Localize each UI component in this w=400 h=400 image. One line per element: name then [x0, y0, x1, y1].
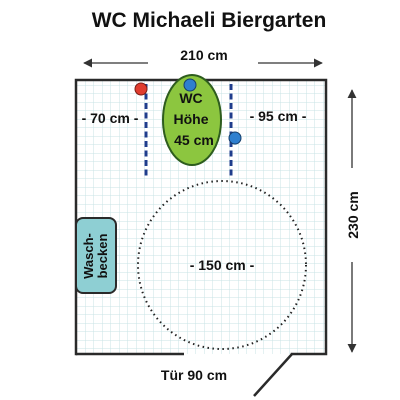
sink-label-line2: becken: [95, 234, 110, 279]
toilet-label-line3: 45 cm: [174, 132, 214, 148]
toilet-label-line1: WC: [179, 90, 202, 106]
turning-circle: [137, 180, 307, 350]
right-clearance-label: - 95 cm -: [250, 108, 307, 124]
sink: [75, 217, 117, 294]
width-label: 210 cm: [180, 47, 227, 63]
toilet-label-line2: Höhe: [174, 111, 209, 127]
sink-label-line1: Wasch-: [81, 233, 96, 279]
blue-marker-top: [183, 78, 197, 92]
left-clearance-label: - 70 cm -: [82, 110, 139, 126]
toilet: [162, 74, 222, 166]
door-leaf: [253, 353, 293, 397]
red-marker: [134, 82, 148, 96]
turning-circle-label: - 150 cm -: [190, 257, 255, 273]
room-walls: [74, 78, 328, 356]
blue-marker-right: [228, 131, 242, 145]
diagram-title: WC Michaeli Biergarten: [92, 9, 327, 32]
height-label: 230 cm: [345, 191, 361, 238]
door-label: Tür 90 cm: [161, 367, 227, 383]
